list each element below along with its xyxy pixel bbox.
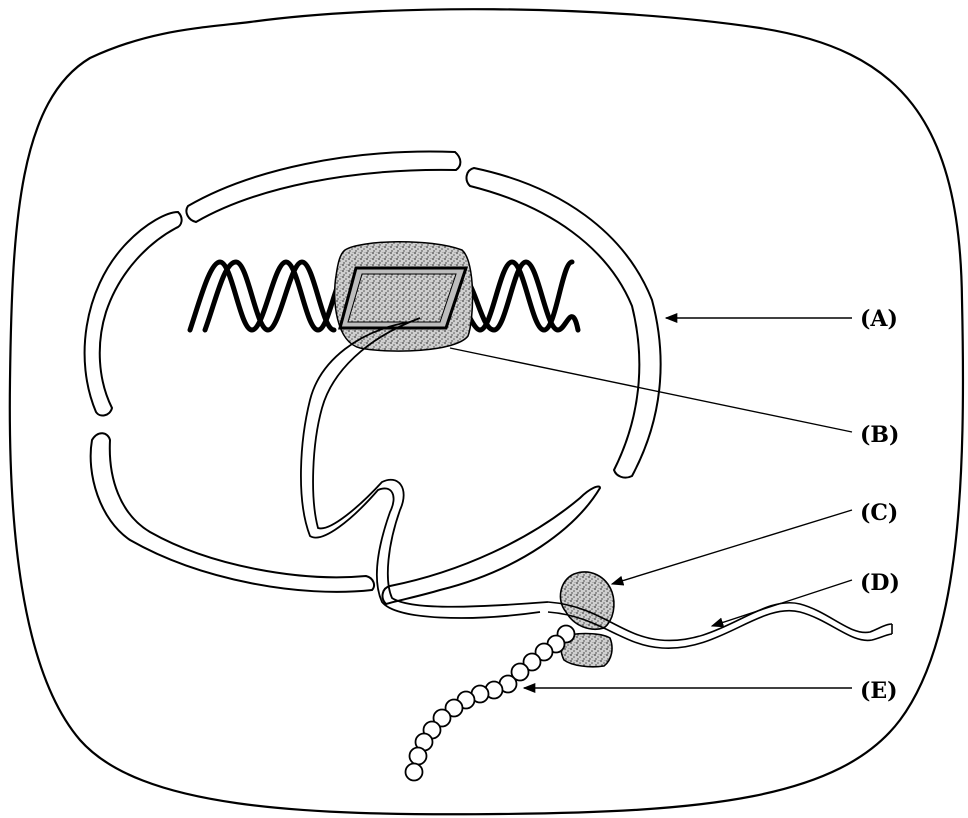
label-b: (B): [860, 422, 899, 448]
amino-acid-bead: [410, 748, 427, 765]
label-d: (D): [860, 570, 900, 596]
label-e: (E): [860, 678, 898, 704]
label-a: (A): [860, 306, 898, 332]
rna-polymerase: [335, 242, 473, 351]
amino-acid-bead: [406, 764, 423, 781]
label-c: (C): [860, 500, 898, 526]
